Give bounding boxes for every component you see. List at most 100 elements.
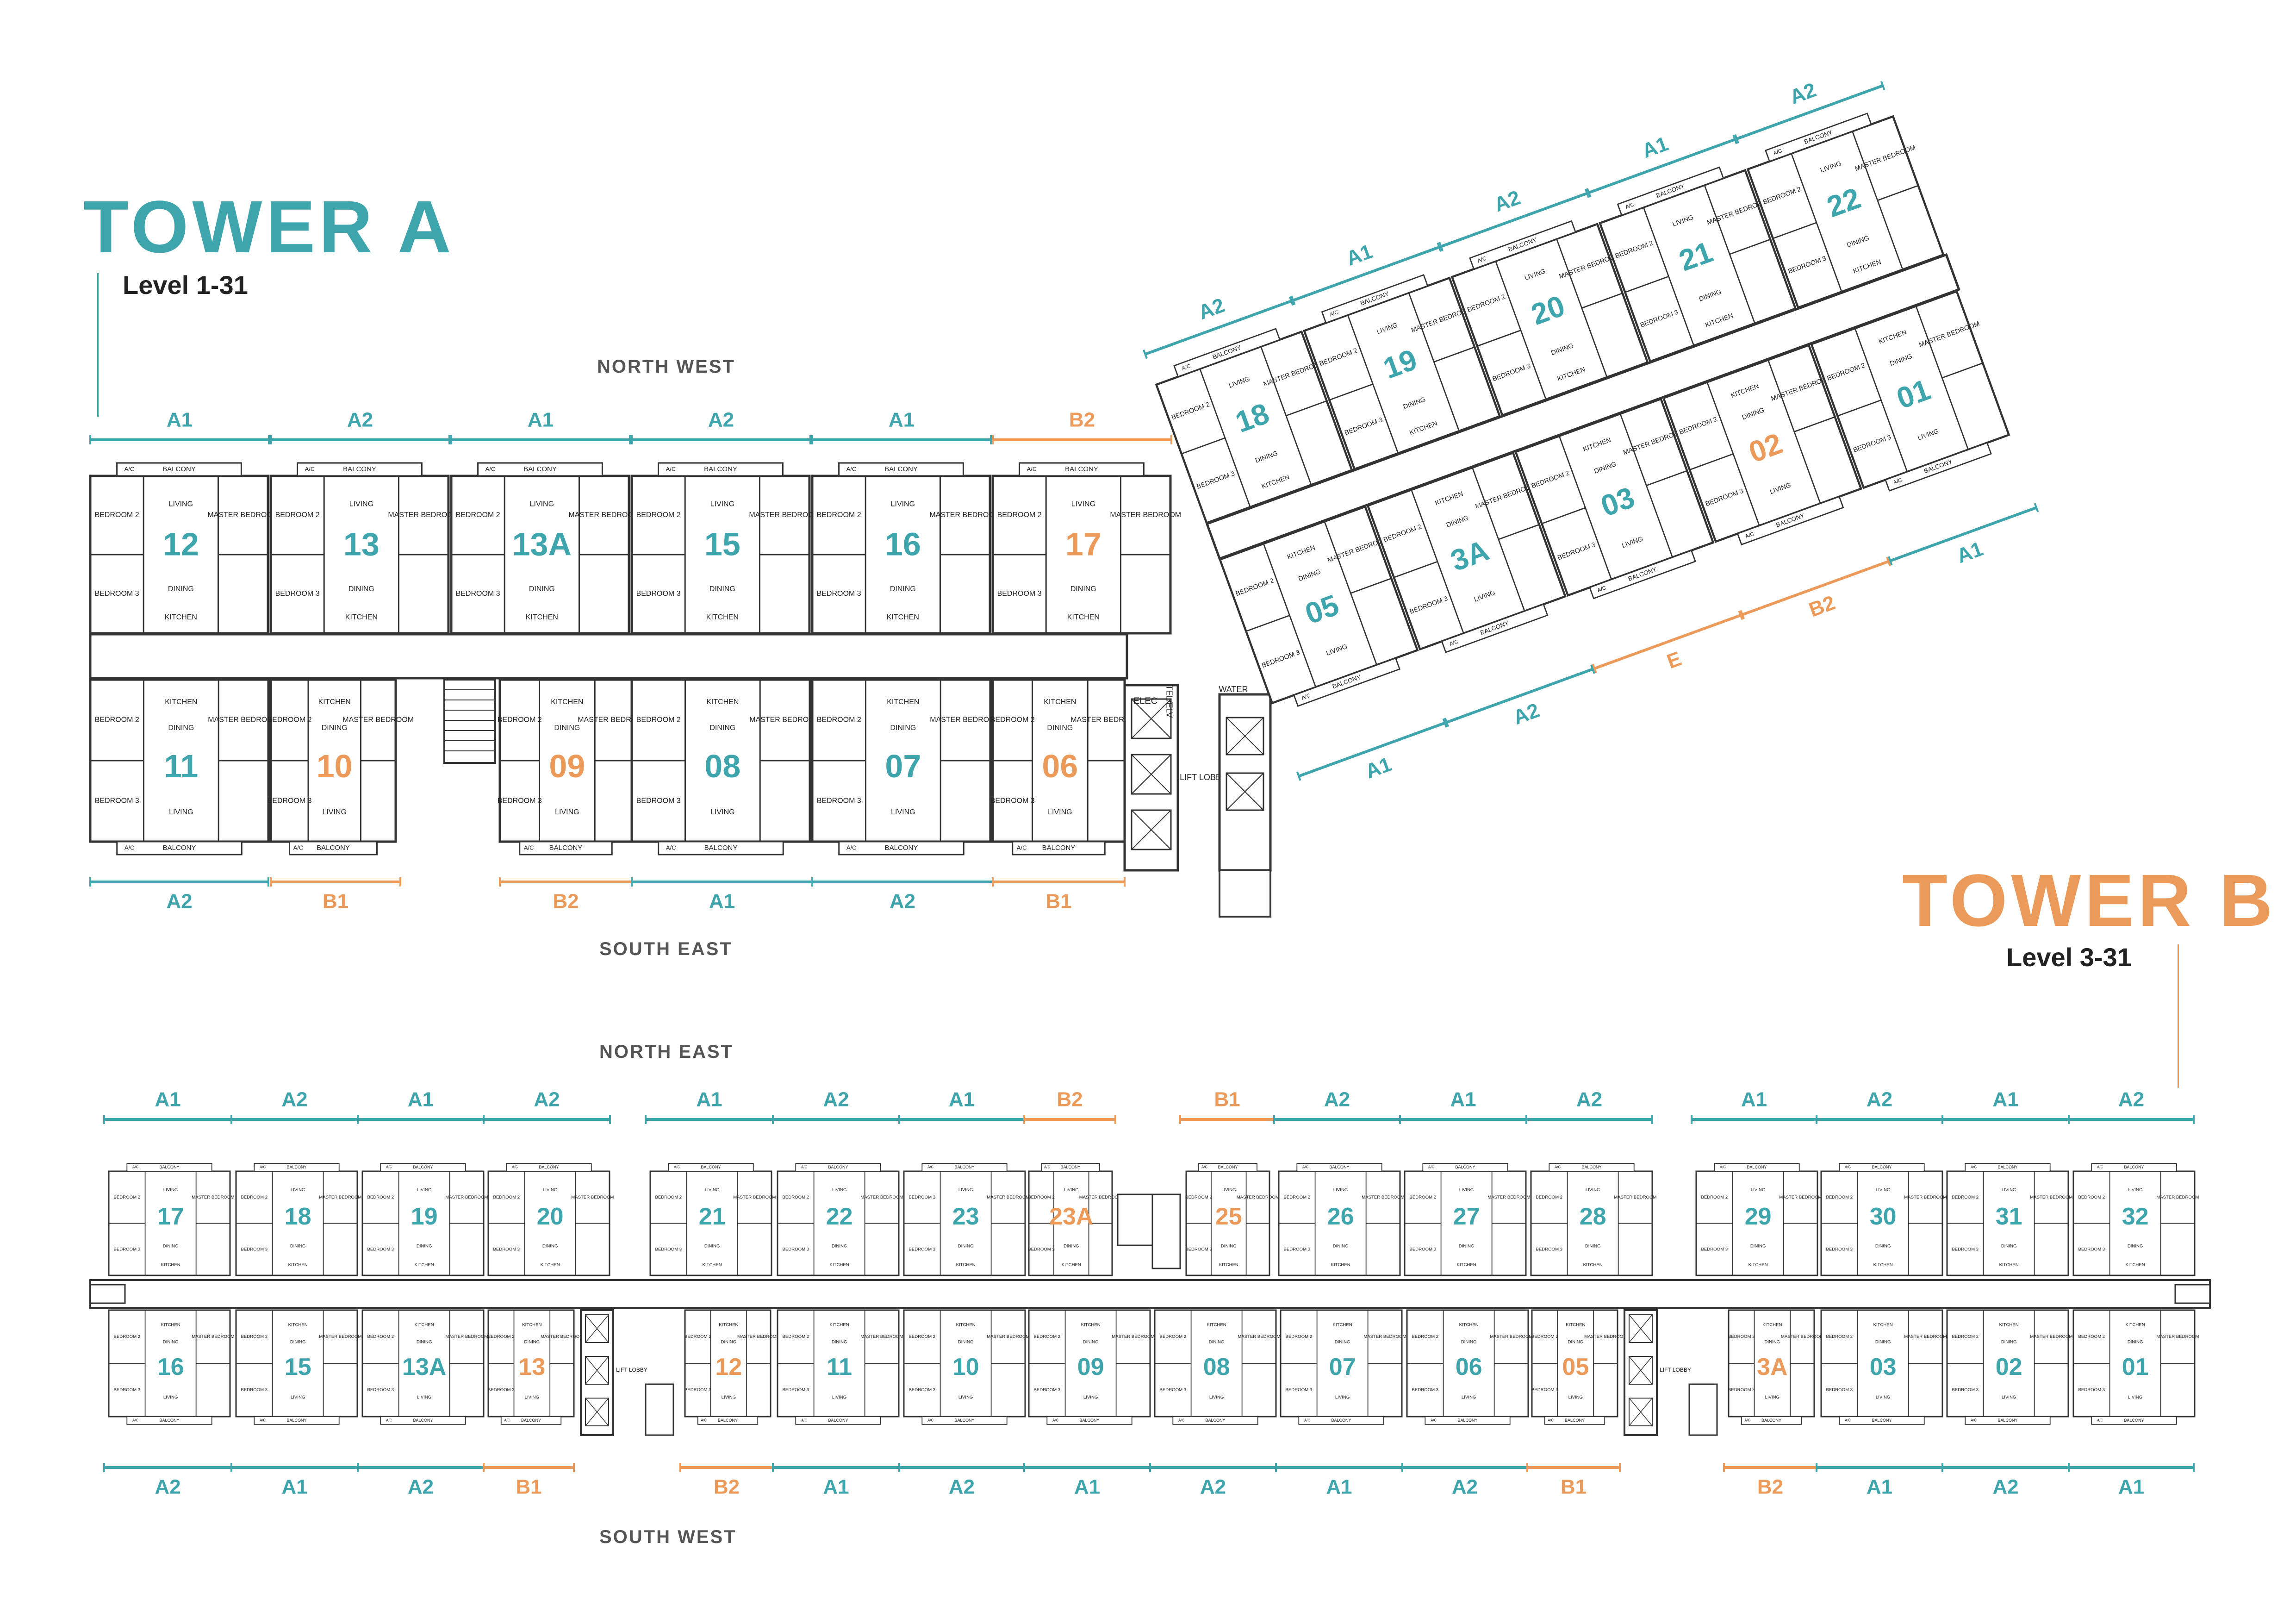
type-tick	[1586, 188, 1592, 198]
balcony-label: BALCONY	[1565, 1418, 1585, 1423]
room-label: DINING	[2128, 1340, 2143, 1345]
room-label: KITCHEN	[1207, 1323, 1226, 1328]
room-label: KITCHEN	[1081, 1323, 1101, 1328]
type-tick	[1887, 556, 1893, 566]
balcony	[1425, 1416, 1511, 1425]
room-label: MASTER BEDROOM	[319, 1334, 361, 1339]
type-label: A2	[1992, 1476, 2018, 1499]
ac-label: A/C	[674, 1165, 680, 1169]
unit-wall	[1498, 524, 1540, 540]
type-line	[1440, 192, 1588, 248]
type-label: A2	[281, 1088, 307, 1111]
room-label: BEDROOM 2	[95, 716, 139, 724]
type-label: A1	[1992, 1088, 2018, 1111]
room-label: BEDROOM 2	[1185, 1195, 1212, 1200]
room-label: KITCHEN	[830, 1262, 849, 1268]
room-label: MASTER BEDROOM	[445, 1334, 488, 1339]
room-label: LIVING	[705, 1187, 719, 1193]
room-label: LIVING	[1335, 1395, 1350, 1400]
room-label: BEDROOM 3	[498, 797, 542, 805]
room-label: BEDROOM 2	[498, 716, 542, 724]
balcony	[1549, 1163, 1635, 1172]
unit-wall	[1794, 416, 1836, 432]
room-label: BEDROOM 2	[114, 1334, 141, 1339]
room-label: DINING	[168, 585, 194, 593]
unit-number: 22	[826, 1203, 853, 1230]
room-label: LIVING	[1462, 1395, 1476, 1400]
room-label: BEDROOM 2	[817, 511, 861, 519]
staircase	[1151, 1193, 1181, 1269]
room-label: DINING	[1209, 1340, 1225, 1345]
room-label: BEDROOM 2	[1701, 1195, 1728, 1200]
type-label: A2	[155, 1476, 180, 1499]
room-label: DINING	[958, 1244, 974, 1249]
unit-wall	[1915, 306, 1969, 450]
ac-label: A/C	[2097, 1418, 2103, 1422]
room-label: KITCHEN	[1331, 1262, 1350, 1268]
room-label: KITCHEN	[719, 1323, 738, 1328]
balcony	[1839, 1163, 1925, 1172]
balcony	[668, 1163, 754, 1172]
unit-number: 12	[163, 526, 199, 562]
room-label: BEDROOM 3	[909, 1247, 936, 1252]
unit-wall	[1646, 470, 1687, 487]
balcony-label: BALCONY	[1065, 465, 1098, 473]
room-label: KITCHEN	[1999, 1262, 2019, 1268]
room-label: DINING	[709, 585, 735, 593]
type-label: A2	[166, 890, 192, 913]
unit-number: 30	[1870, 1203, 1897, 1230]
ac-label: A/C	[1845, 1165, 1851, 1169]
elec-label: ELEC	[1133, 696, 1157, 706]
room-label: DINING	[290, 1340, 306, 1345]
unit-number: 18	[285, 1203, 311, 1230]
type-label: A2	[1200, 1476, 1226, 1499]
unit-number: 16	[885, 526, 921, 562]
room-label: BEDROOM 2	[1728, 1334, 1755, 1339]
room-label: BEDROOM 2	[909, 1195, 936, 1200]
ac-label: A/C	[1431, 1418, 1437, 1422]
room-label: BEDROOM 2	[1410, 1195, 1437, 1200]
unit-number: 23	[952, 1203, 979, 1230]
unit-number: 3A	[1757, 1354, 1787, 1380]
balcony-label: BALCONY	[521, 1418, 541, 1423]
room-label: BEDROOM 3	[909, 1387, 936, 1393]
room-label: BEDROOM 3	[636, 797, 681, 805]
ac-label: A/C	[524, 844, 534, 851]
room-label: LIVING	[322, 808, 346, 816]
room-label: BEDROOM 2	[909, 1334, 936, 1339]
balcony-label: BALCONY	[539, 1165, 559, 1169]
ac-label: A/C	[1720, 1165, 1726, 1169]
room-label: BEDROOM 3	[1160, 1387, 1187, 1393]
type-label: B1	[1045, 890, 1071, 913]
room-label: LIVING	[417, 1187, 431, 1193]
room-label: MASTER BEDROOM	[987, 1334, 1029, 1339]
room-label: BEDROOM 2	[1952, 1334, 1979, 1339]
room-label: BEDROOM 3	[1728, 1387, 1755, 1393]
room-label: KITCHEN	[165, 698, 197, 706]
room-label: BEDROOM 3	[990, 797, 1035, 805]
room-label: BEDROOM 2	[1286, 1334, 1313, 1339]
type-line	[1446, 668, 1593, 724]
balcony-label: BALCONY	[1079, 1418, 1099, 1423]
unit-wall	[1624, 275, 1669, 293]
balcony-label: BALCONY	[1872, 1418, 1892, 1423]
ac-label: A/C	[2097, 1165, 2103, 1169]
room-label: BEDROOM 2	[783, 1195, 809, 1200]
balcony-label: BALCONY	[1872, 1165, 1892, 1169]
balcony-label: BALCONY	[2124, 1165, 2144, 1169]
room-label: KITCHEN	[2126, 1323, 2145, 1328]
room-label: BEDROOM 3	[1185, 1247, 1212, 1252]
room-label: DINING	[721, 1340, 737, 1345]
type-line	[1292, 246, 1440, 302]
room-label: MASTER BEDROOM	[737, 1334, 780, 1339]
room-label: DINING	[1765, 1340, 1780, 1345]
type-label: A1	[167, 409, 193, 431]
room-label: LIVING	[710, 808, 734, 816]
type-tick	[1880, 81, 1885, 91]
room-label: BEDROOM 2	[267, 716, 311, 724]
ac-label: A/C	[485, 465, 496, 472]
room-label: BEDROOM 2	[488, 1334, 515, 1339]
room-label: DINING	[524, 1340, 540, 1345]
